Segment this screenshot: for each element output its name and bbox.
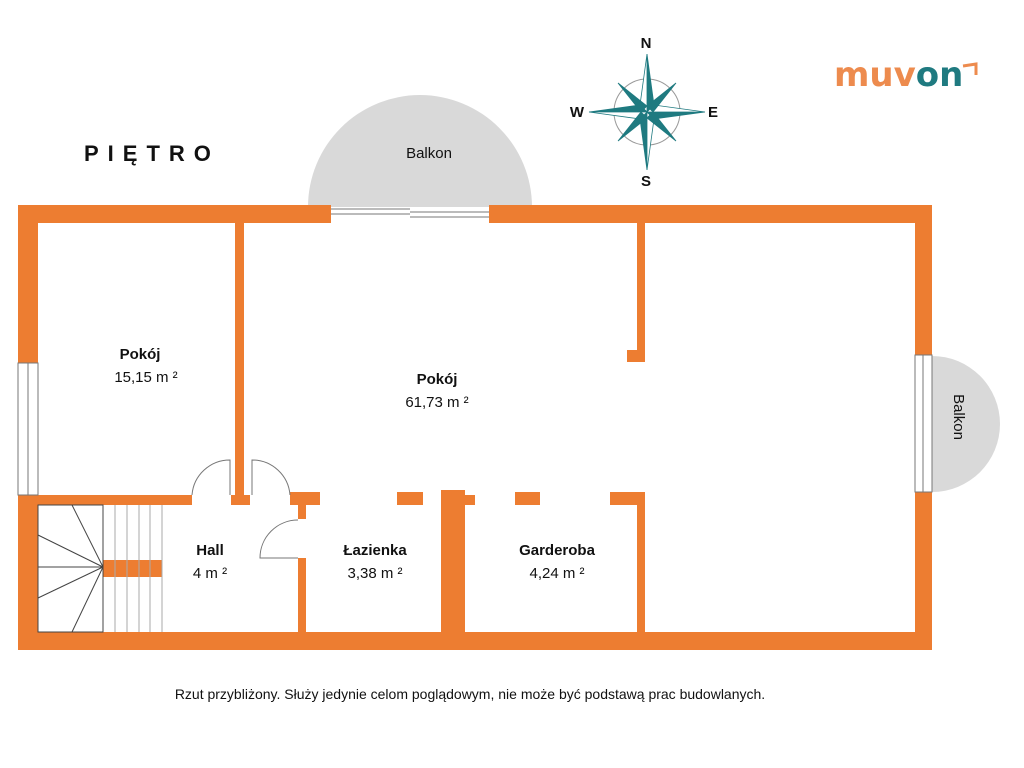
stairs [37, 504, 163, 633]
compass-e: E [708, 104, 718, 121]
logo-mark-icon [962, 62, 978, 75]
balcony-top [308, 95, 532, 207]
compass-rose-icon [588, 53, 706, 171]
balcony-right [932, 356, 1000, 492]
room-name: Hall [196, 542, 224, 559]
room-area: 61,73 m ² [405, 394, 468, 411]
compass-s: S [641, 173, 651, 190]
room-name: Garderoba [519, 542, 596, 559]
balcony-right-label: Balkon [950, 394, 967, 440]
room-name: Łazienka [343, 542, 407, 559]
room-area: 4 m ² [193, 565, 227, 582]
muvon-logo: muvon [834, 55, 963, 95]
compass-n: N [641, 35, 652, 52]
compass-w: W [570, 104, 585, 121]
disclaimer: Rzut przybliżony. Służy jedynie celom po… [174, 686, 766, 702]
room-area: 15,15 m ² [114, 369, 177, 386]
balcony-top-label: Balkon [406, 145, 452, 162]
page-title: PIĘTRO [84, 141, 220, 166]
room-name: Pokój [417, 371, 458, 388]
walls [18, 205, 932, 650]
room-area: 3,38 m ² [347, 565, 402, 582]
room-area: 4,24 m ² [529, 565, 584, 582]
room-name: Pokój [120, 346, 161, 363]
openings [17, 208, 933, 559]
